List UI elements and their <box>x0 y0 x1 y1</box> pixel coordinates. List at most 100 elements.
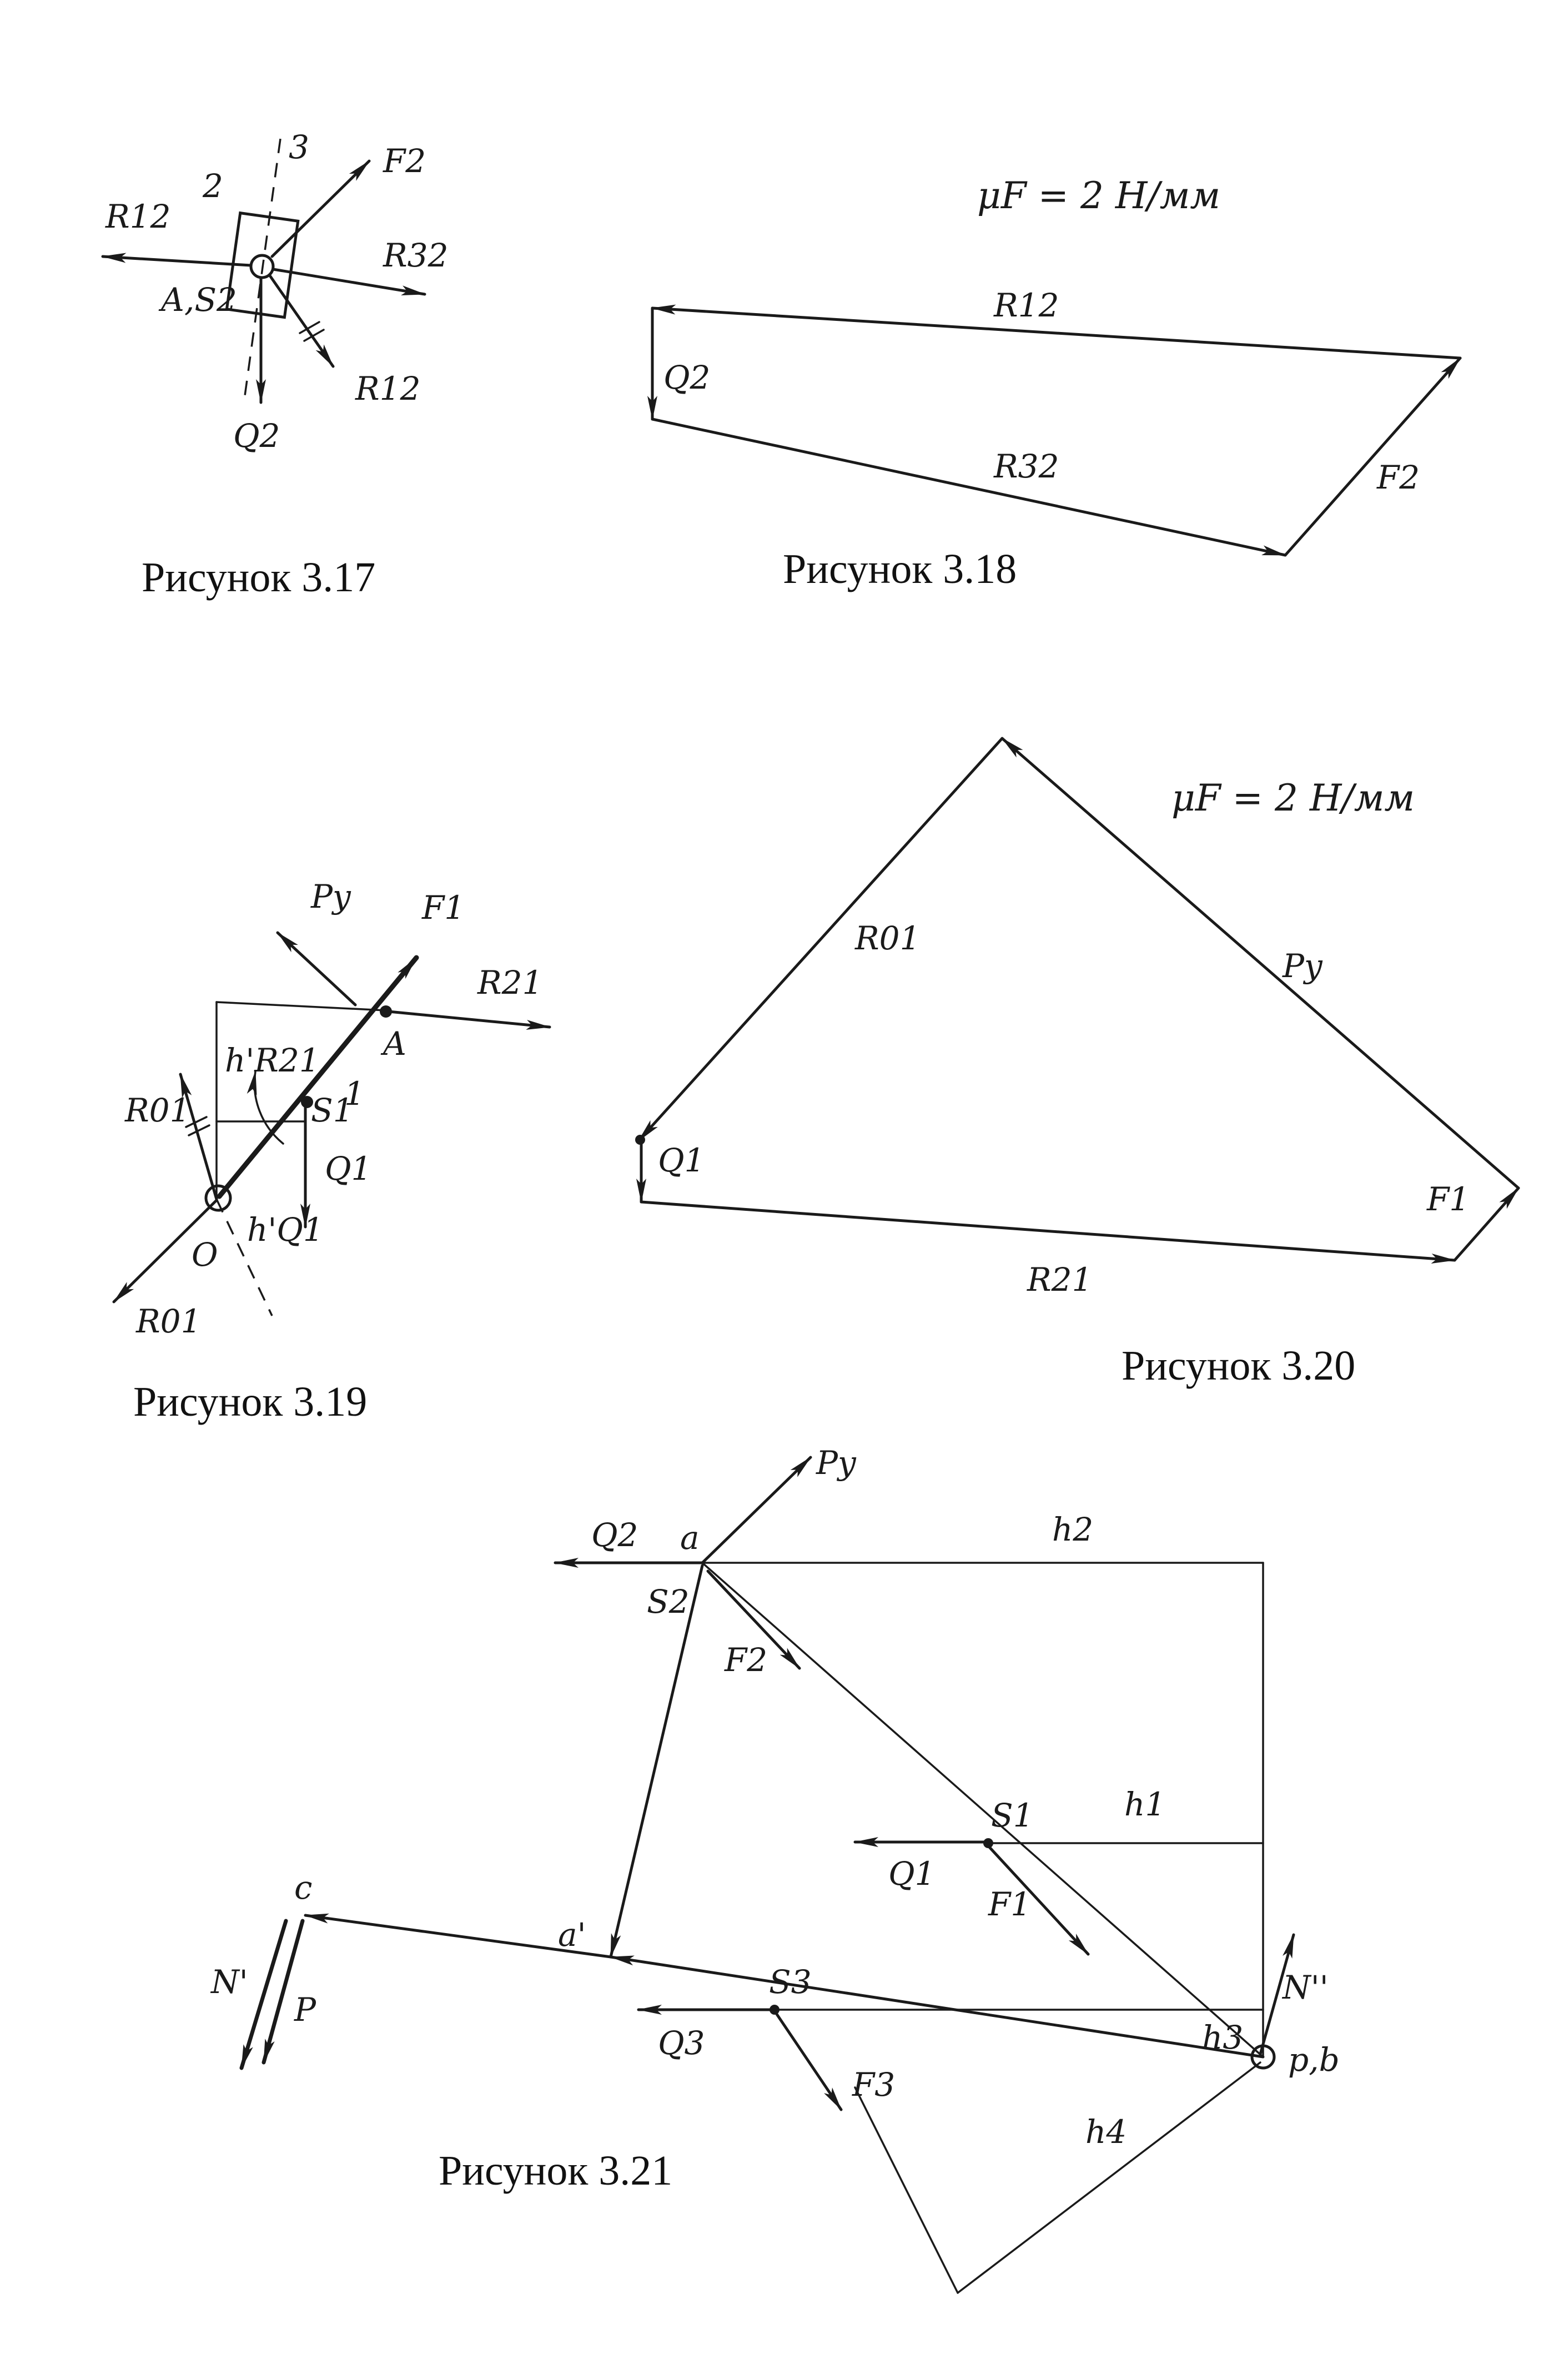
label-s1: S1 <box>311 1091 354 1129</box>
label-py: Py <box>816 1444 857 1482</box>
vector-r12-left <box>101 253 253 267</box>
vector-r12-right <box>268 273 335 368</box>
label-f1: F1 <box>421 889 465 927</box>
label-r01-top: R01 <box>124 1091 190 1129</box>
label-f2: F2 <box>1376 459 1420 496</box>
label-py: Py <box>1282 947 1323 985</box>
label-q2: Q2 <box>663 359 710 396</box>
label-r21: R21 <box>1027 1261 1092 1299</box>
label-point-a-s2: A,S2 <box>158 281 237 319</box>
vector-r32 <box>271 268 426 296</box>
label-q2: Q2 <box>233 417 280 455</box>
figure-3-20: μF = 2 Н/мм R01 Py Q1 F1 R21 Рисунок 3.2… <box>635 737 1520 1389</box>
joint-a-dot <box>380 1005 392 1018</box>
label-link-2: 2 <box>202 167 223 205</box>
vector-f2 <box>270 159 371 258</box>
label-q1: Q1 <box>325 1150 371 1188</box>
dash-line-oa <box>215 1199 273 1316</box>
label-s1: S1 <box>991 1797 1034 1834</box>
point-s3-dot <box>770 2005 780 2015</box>
vector-r01-bottom <box>112 1199 218 1304</box>
figure-3-18: μF = 2 Н/мм R12 Q2 R32 F2 Рисунок 3.18 <box>647 174 1462 592</box>
vector-f3 <box>773 2009 843 2111</box>
lever-h4 <box>957 2061 1261 2294</box>
vector-a1-c <box>304 1913 612 1959</box>
caption-fig-3-18: Рисунок 3.18 <box>783 546 1017 592</box>
label-pb: p,b <box>1288 2041 1340 2079</box>
pole-pb-circle <box>1250 2044 1276 2070</box>
vector-r01-top <box>179 1073 218 1201</box>
point-s1-dot <box>983 1838 993 1848</box>
moment-arc <box>247 1070 284 1145</box>
label-h3: h3 <box>1202 2019 1243 2056</box>
label-f1: F1 <box>1426 1180 1470 1218</box>
label-a: a <box>680 1519 700 1557</box>
label-r01: R01 <box>854 919 920 957</box>
vector-r12 <box>651 304 1462 360</box>
label-q3: Q3 <box>658 2024 705 2062</box>
tick-mark <box>303 329 325 342</box>
label-n2: N'' <box>1281 1969 1329 2006</box>
label-q1: Q1 <box>658 1141 705 1179</box>
label-q2: Q2 <box>591 1516 638 1554</box>
label-guide-3: 3 <box>289 128 309 166</box>
scale-label-fig20: μF = 2 Н/мм <box>1171 777 1415 819</box>
caption-fig-3-21: Рисунок 3.21 <box>439 2147 672 2194</box>
vector-a-a1 <box>609 1564 704 1959</box>
link-1-oa <box>217 955 419 1199</box>
label-p: P <box>294 1991 316 2029</box>
label-r32: R32 <box>993 447 1059 485</box>
label-r32: R32 <box>383 237 448 274</box>
caption-fig-3-17: Рисунок 3.17 <box>142 554 375 601</box>
construction-line-top <box>215 1001 387 1012</box>
label-h1: h1 <box>1124 1785 1165 1823</box>
label-n1: N' <box>210 1963 248 2001</box>
vector-py <box>1000 737 1520 1190</box>
vector-f2 <box>1284 356 1462 557</box>
caption-fig-3-20: Рисунок 3.20 <box>1122 1342 1355 1389</box>
guide-line-3 <box>243 138 281 400</box>
joint-o-circle <box>204 1184 232 1212</box>
figure-3-17: R12 2 3 F2 R32 A,S2 R12 Q2 Рисунок 3.17 <box>101 128 448 601</box>
figure-3-21: Py Q2 a S2 h2 F2 S1 h1 Q1 F1 c N' P a' S… <box>210 1444 1340 2294</box>
label-r12-left: R12 <box>105 198 170 235</box>
label-f2: F2 <box>383 142 426 180</box>
vector-p <box>261 1919 305 2065</box>
label-r12: R12 <box>993 286 1059 324</box>
label-q1: Q1 <box>888 1855 935 1893</box>
caption-fig-3-19: Рисунок 3.19 <box>133 1378 367 1425</box>
label-h-r21: h'R21 <box>225 1041 320 1079</box>
vector-r01 <box>637 737 1004 1143</box>
vector-r21 <box>387 1010 551 1030</box>
figure-3-19: Py F1 R21 A h'R21 1 S1 R01 Q1 O h'Q1 R01… <box>112 878 551 1425</box>
scale-label-fig18: μF = 2 Н/мм <box>977 174 1220 217</box>
vector-r32 <box>651 417 1287 557</box>
vector-r21 <box>640 1200 1456 1264</box>
label-r21: R21 <box>477 964 542 1002</box>
slider-block-2 <box>225 211 300 319</box>
label-s3: S3 <box>769 1963 812 2001</box>
label-o: O <box>192 1236 218 1274</box>
point-dot <box>635 1135 645 1145</box>
label-a: A <box>380 1025 406 1063</box>
line-a-pb <box>701 1562 1264 2058</box>
tick-mark <box>299 321 320 334</box>
label-link-1: 1 <box>344 1075 365 1113</box>
label-r01-bottom: R01 <box>135 1302 201 1340</box>
vector-pb-a1 <box>609 1955 1265 2059</box>
vector-n2 <box>1259 1933 1295 2056</box>
label-f3: F3 <box>852 2066 895 2104</box>
vector-f1 <box>987 1844 1090 1956</box>
tick-mark <box>188 1124 210 1136</box>
label-f2: F2 <box>724 1641 767 1679</box>
vector-n1 <box>239 1919 288 2070</box>
label-f1: F1 <box>988 1885 1031 1923</box>
label-h4: h4 <box>1085 2113 1127 2151</box>
vector-f1 <box>1453 1186 1520 1262</box>
label-py: Py <box>310 878 351 915</box>
label-a1: a' <box>558 1916 586 1954</box>
line-f3-extension <box>854 2086 959 2294</box>
vector-py <box>276 931 357 1007</box>
